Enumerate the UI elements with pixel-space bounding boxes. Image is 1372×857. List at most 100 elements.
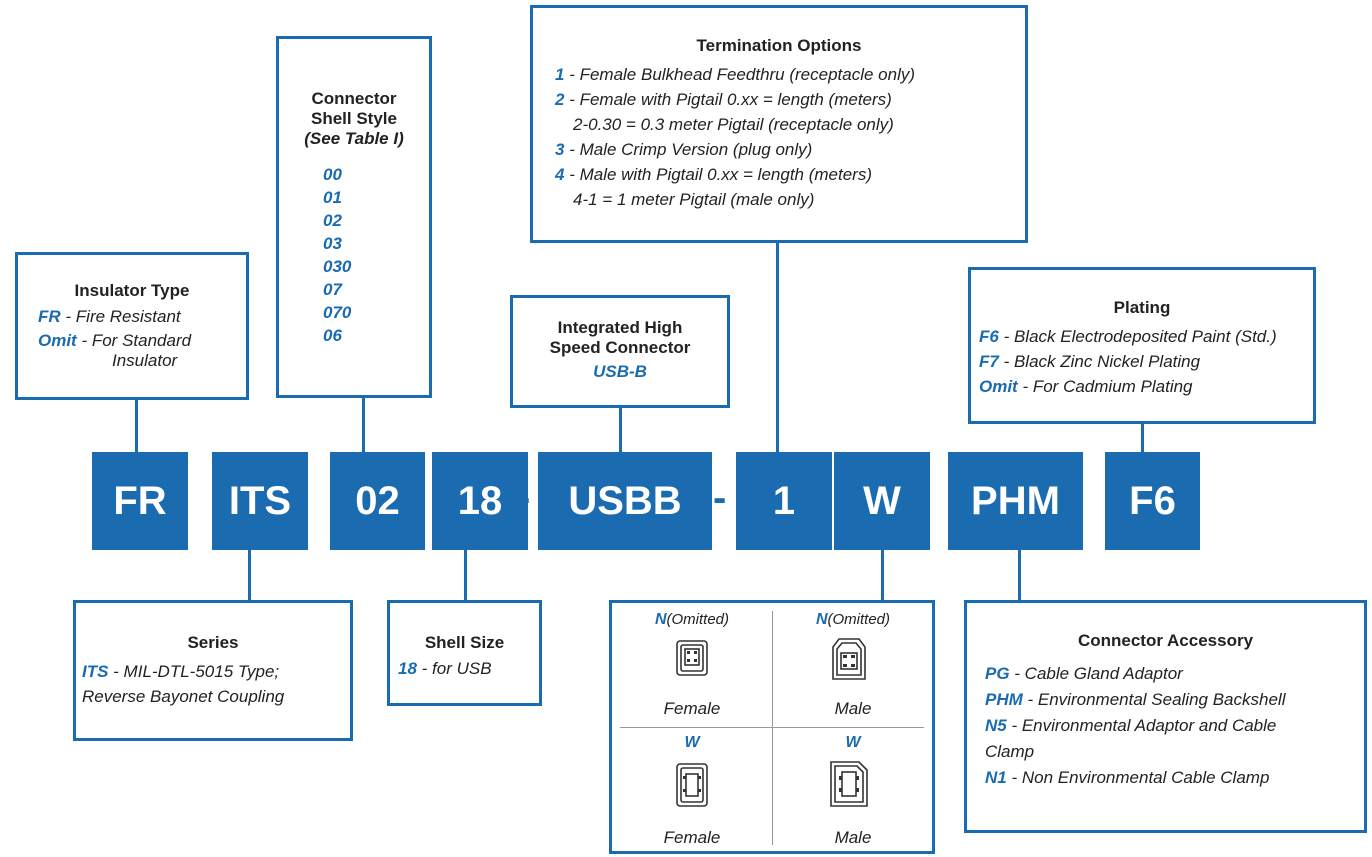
cell-label: Female: [663, 828, 721, 847]
grid-divider-horizontal: [620, 727, 924, 728]
insulator-type-box: Insulator Type FR - Fire Resistant Omit …: [15, 252, 249, 400]
option-code: W: [684, 734, 700, 751]
cell-label: Male: [834, 828, 872, 847]
code-list: 00 01 02 03 030 07 070 06: [279, 163, 429, 347]
connector-line: [362, 398, 365, 452]
option-code: W: [845, 734, 861, 751]
option-code: N1: [985, 768, 1007, 787]
orientation-grid-box: N(Omitted) Female N(Omitted) Male W: [609, 600, 935, 854]
option-line: 3 - Male Crimp Version (plug only): [555, 137, 1025, 162]
option-line: Omit - For Standard: [18, 331, 246, 351]
separator: -: [517, 476, 531, 520]
usb-b-female-icon: [676, 763, 708, 807]
box-title: Shell Style: [311, 109, 397, 128]
segment-shell-style: 02: [330, 452, 425, 550]
option-text: - Female Bulkhead Feedthru (receptacle o…: [564, 65, 916, 84]
option-note: (Omitted): [827, 611, 891, 628]
option-code: 4: [555, 165, 565, 184]
option-line: Omit - For Cadmium Plating: [979, 374, 1313, 399]
option-code: USB-B: [593, 362, 647, 381]
option-line: 4 - Male with Pigtail 0.xx = length (met…: [555, 162, 1025, 187]
usb-b-male-icon: [832, 638, 866, 680]
box-title: Shell Size: [424, 633, 505, 652]
option-line: Reverse Bayonet Coupling: [82, 687, 285, 706]
series-box: Series ITS - MIL-DTL-5015 Type; Reverse …: [73, 600, 353, 741]
connector-line: [248, 550, 251, 600]
option-code: 18: [398, 659, 417, 678]
option-subline: 2-0.30 = 0.3 meter Pigtail (receptacle o…: [573, 115, 894, 134]
segment-high-speed: USBB: [538, 452, 712, 550]
connector-line: [464, 550, 467, 600]
option-code: Omit: [979, 377, 1018, 396]
option-code: PG: [985, 664, 1010, 683]
orientation-cell-tl: N(Omitted) Female: [612, 603, 772, 727]
option-subline: 4-1 = 1 meter Pigtail (male only): [573, 190, 815, 209]
option-code: 3: [555, 140, 565, 159]
cell-label: Male: [834, 699, 872, 718]
option-list: 1 - Female Bulkhead Feedthru (receptacle…: [533, 62, 1025, 212]
option-code: F7: [979, 352, 999, 371]
option-line: ITS - MIL-DTL-5015 Type;: [82, 659, 350, 684]
option-code: FR: [38, 307, 61, 326]
termination-box: Termination Options 1 - Female Bulkhead …: [530, 5, 1028, 243]
option-text: - Non Environmental Cable Clamp: [1006, 768, 1270, 787]
connector-line: [1141, 424, 1144, 452]
shell-code: 03: [323, 234, 342, 253]
box-title: Termination Options: [696, 36, 862, 55]
shell-code: 07: [323, 280, 342, 299]
option-list: F6 - Black Electrodeposited Paint (Std.)…: [971, 324, 1313, 399]
option-text: - Environmental Sealing Backshell: [1022, 690, 1286, 709]
shell-code: 070: [323, 303, 352, 322]
segment-insulator: FR: [92, 452, 188, 550]
option-line: Clamp: [985, 742, 1035, 761]
segment-orientation: W: [834, 452, 930, 550]
option-text: - Environmental Adaptor and Cable: [1006, 716, 1277, 735]
option-text: - Black Electrodeposited Paint (Std.): [998, 327, 1277, 346]
accessory-box: Connector Accessory PG - Cable Gland Ada…: [964, 600, 1367, 833]
option-text: - for USB: [416, 659, 492, 678]
orientation-cell-bl: W Female: [612, 728, 772, 854]
connector-line: [1018, 550, 1021, 600]
shell-code: 030: [323, 257, 352, 276]
option-code: 1: [555, 65, 565, 84]
grid-divider-vertical: [772, 611, 773, 845]
cell-heading: N(Omitted): [773, 611, 933, 629]
segment-series: ITS: [212, 452, 308, 550]
box-title: Speed Connector: [549, 338, 691, 357]
option-line: PHM - Environmental Sealing Backshell: [985, 687, 1364, 713]
option-text: - MIL-DTL-5015 Type;: [108, 662, 280, 681]
box-subtitle: (See Table I): [304, 129, 404, 148]
option-text: - Male Crimp Version (plug only): [564, 140, 813, 159]
separator: -: [713, 476, 727, 520]
option-code: F6: [979, 327, 999, 346]
option-text: - Male with Pigtail 0.xx = length (meter…: [564, 165, 872, 184]
option-list: PG - Cable Gland Adaptor PHM - Environme…: [967, 661, 1364, 791]
box-title: Plating: [1113, 298, 1171, 317]
connector-line: [135, 400, 138, 452]
shell-size-box: Shell Size 18 - for USB: [387, 600, 542, 706]
option-line: F6 - Black Electrodeposited Paint (Std.): [979, 324, 1313, 349]
box-title: Integrated High: [557, 318, 683, 337]
shell-code: 02: [323, 211, 342, 230]
box-title: Series: [187, 633, 239, 652]
option-note: (Omitted): [666, 611, 730, 628]
shell-code: 06: [323, 326, 342, 345]
orientation-cell-br: W Male: [773, 728, 933, 854]
orientation-cell-tr: N(Omitted) Male: [773, 603, 933, 727]
option-code: N: [654, 611, 667, 628]
option-code: PHM: [985, 690, 1023, 709]
option-line: N1 - Non Environmental Cable Clamp: [985, 765, 1364, 791]
segment-termination: 1: [736, 452, 832, 550]
usb-b-female-icon: [676, 640, 708, 676]
box-title: Insulator Type: [74, 281, 190, 300]
option-line: 1 - Female Bulkhead Feedthru (receptacle…: [555, 62, 1025, 87]
usb-b-male-icon: [830, 761, 868, 807]
option-text: - Fire Resistant: [60, 307, 181, 326]
shell-style-box: Connector Shell Style (See Table I) 00 0…: [276, 36, 432, 398]
segment-shell-size: 18: [432, 452, 528, 550]
option-code: Omit: [38, 331, 77, 350]
segment-plating: F6: [1105, 452, 1200, 550]
option-list: ITS - MIL-DTL-5015 Type; Reverse Bayonet…: [76, 659, 350, 709]
option-line: Insulator: [112, 351, 178, 370]
option-code: N: [815, 611, 828, 628]
